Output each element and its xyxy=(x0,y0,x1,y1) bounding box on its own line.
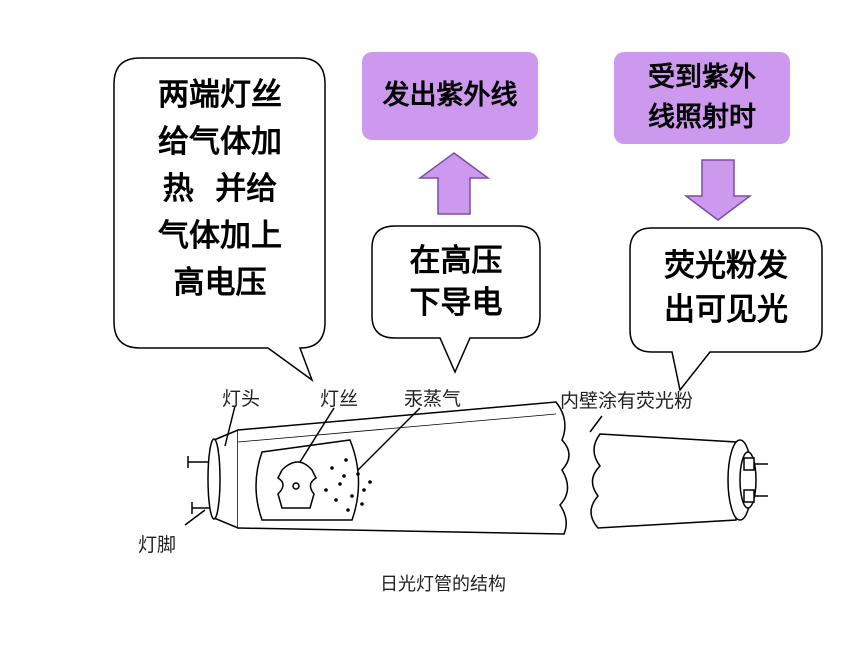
fluorescent-tube-drawing xyxy=(184,401,768,535)
callout-phosphor-glow: 荧光粉发 出可见光 xyxy=(632,244,820,332)
callout-line: 荧光粉发 xyxy=(664,248,788,284)
arrow-up xyxy=(417,152,491,215)
box-emit-uv-text: 发出紫外线 xyxy=(382,80,518,111)
arrow-down xyxy=(683,159,753,221)
box-receive-uv-line: 线照射时 xyxy=(648,102,756,133)
diagram-caption: 日光灯管的结构 xyxy=(380,574,506,595)
callout-bubble-phosphor xyxy=(629,227,823,392)
callout-line: 气体加上 xyxy=(158,218,282,254)
callout-bubble-filament xyxy=(113,57,326,383)
callout-line: 高电压 xyxy=(173,265,267,301)
callout-line: 出可见光 xyxy=(664,292,788,328)
label-mercury-vapor: 汞蒸气 xyxy=(404,388,462,410)
callout-bubble-conduct xyxy=(371,225,541,374)
label-pins: 灯脚 xyxy=(138,534,177,556)
callout-conduct: 在高压 下导电 xyxy=(375,240,537,324)
callout-line: 下导电 xyxy=(409,285,503,321)
label-phosphor-coating: 内壁涂有荧光粉 xyxy=(560,390,694,412)
callout-line: 热 并给 xyxy=(162,171,278,207)
callout-line: 给气体加 xyxy=(158,124,282,160)
label-cap: 灯头 xyxy=(222,388,261,410)
callout-line: 两端灯丝 xyxy=(158,77,282,113)
callout-line: 在高压 xyxy=(409,243,503,279)
callout-filament-heating: 两端灯丝 给气体加 热 并给 气体加上 高电压 xyxy=(120,72,320,307)
box-emit-uv: 发出紫外线 xyxy=(362,52,538,140)
label-filament: 灯丝 xyxy=(320,388,359,410)
box-receive-uv: 受到紫外 线照射时 xyxy=(614,52,790,144)
box-receive-uv-line: 受到紫外 xyxy=(648,62,756,93)
